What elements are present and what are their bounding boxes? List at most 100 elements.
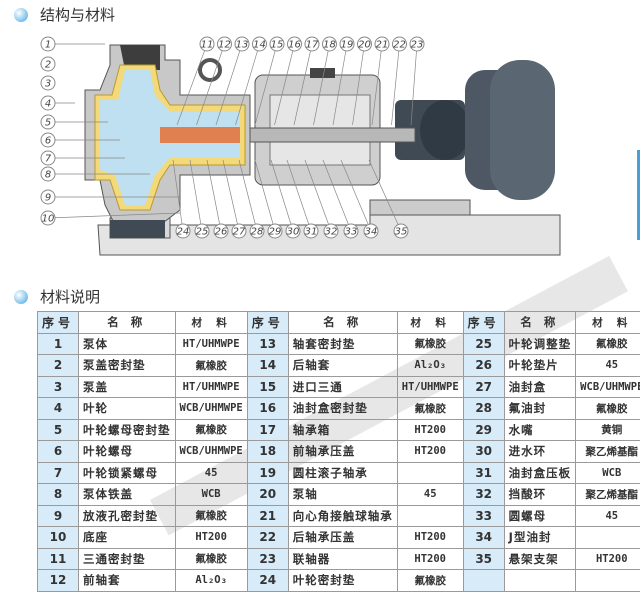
part-number: 35 — [462, 547, 505, 570]
part-material: WCB/UHMWPE — [174, 440, 248, 463]
callout-label: 21 — [371, 36, 390, 126]
part-number: 9 — [36, 504, 80, 527]
callout-label: 12 — [196, 36, 232, 126]
part-name: 叶轮密封垫 — [287, 569, 398, 592]
part-material: HT/UHMWPE — [396, 375, 464, 398]
part-material: 氟橡胶 — [396, 332, 464, 355]
callout-label: 24 — [172, 159, 191, 239]
svg-text:12: 12 — [218, 40, 231, 51]
part-name: 叶轮垫片 — [503, 354, 577, 377]
callout-label: 2 — [40, 56, 56, 72]
svg-text:34: 34 — [365, 227, 378, 238]
column-header: 材 料 — [174, 311, 248, 334]
svg-text:31: 31 — [305, 227, 318, 238]
part-number: 8 — [36, 483, 80, 506]
part-number: 22 — [246, 526, 289, 549]
callout-label: 4 — [40, 95, 75, 111]
part-number: 31 — [462, 461, 505, 484]
part-material: WCB/UHMWPE — [174, 397, 248, 420]
svg-text:32: 32 — [325, 227, 338, 238]
part-material: 氟橡胶 — [174, 504, 248, 527]
section-structure-header: 结构与材料 — [14, 4, 115, 25]
part-material: 氟橡胶 — [396, 397, 464, 420]
part-number: 11 — [36, 547, 80, 570]
section-title: 材料说明 — [40, 288, 101, 306]
svg-text:16: 16 — [288, 40, 301, 51]
column-header: 序号 — [246, 311, 289, 334]
bearing-housing — [254, 68, 381, 186]
part-number: 26 — [462, 354, 505, 377]
part-name: 叶轮 — [78, 397, 176, 420]
part-name: 叶轮螺母 — [78, 440, 176, 463]
table-header-row: 序号名 称材 料序号名 称材 料序号名 称材 料 — [36, 311, 640, 334]
svg-text:26: 26 — [215, 227, 228, 238]
part-name: 叶轮螺母密封垫 — [78, 418, 176, 441]
callout-label: 6 — [40, 132, 120, 148]
callout-label: 23 — [409, 36, 425, 126]
part-number: 25 — [462, 332, 505, 355]
part-material: 45 — [575, 504, 640, 527]
callout-label: 9 — [40, 189, 180, 205]
part-material — [575, 569, 640, 592]
part-material — [575, 526, 640, 549]
part-number: 30 — [462, 440, 505, 463]
part-name: 联轴器 — [287, 547, 398, 570]
part-number: 7 — [36, 461, 80, 484]
part-material: 氟橡胶 — [174, 547, 248, 570]
svg-text:4: 4 — [45, 99, 51, 110]
callout-label: 31 — [286, 159, 319, 239]
callout-label: 18 — [313, 36, 337, 126]
part-name: 进水环 — [503, 440, 577, 463]
svg-text:28: 28 — [251, 227, 264, 238]
svg-text:22: 22 — [393, 40, 406, 51]
callout-label: 5 — [40, 114, 108, 130]
part-material: HT200 — [575, 547, 640, 570]
callout-label: 35 — [368, 159, 409, 239]
part-material: HT200 — [396, 526, 464, 549]
part-material: 黄铜 — [575, 418, 640, 441]
part-material: 聚乙烯基酯 — [575, 483, 640, 506]
part-name: 放液孔密封垫 — [78, 504, 176, 527]
part-name: 圆螺母 — [503, 504, 577, 527]
part-number: 17 — [246, 418, 289, 441]
part-material: HT200 — [396, 418, 464, 441]
part-name: 进口三通 — [287, 375, 398, 398]
svg-text:35: 35 — [395, 227, 408, 238]
part-number: 16 — [246, 397, 289, 420]
part-number: 4 — [36, 397, 80, 420]
part-name: 向心角接触球轴承 — [287, 504, 398, 527]
svg-text:14: 14 — [253, 40, 266, 51]
part-name — [503, 569, 577, 592]
svg-text:3: 3 — [45, 79, 51, 90]
callout-label: 26 — [206, 159, 229, 239]
svg-text:33: 33 — [345, 227, 358, 238]
part-name: 油封盒 — [503, 375, 577, 398]
part-number: 19 — [246, 461, 289, 484]
part-material — [396, 461, 464, 484]
part-material: Al₂O₃ — [174, 569, 248, 592]
part-number: 28 — [462, 397, 505, 420]
part-name: 后轴承压盖 — [287, 526, 398, 549]
column-header: 名 称 — [503, 311, 577, 334]
part-name: 悬架支架 — [503, 547, 577, 570]
svg-text:7: 7 — [45, 154, 52, 165]
part-name: 油封盒密封垫 — [287, 397, 398, 420]
column-header: 名 称 — [78, 311, 176, 334]
part-material: WCB/UHMWPE — [575, 375, 640, 398]
part-material — [396, 504, 464, 527]
callout-label: 33 — [322, 159, 359, 239]
part-material: 氟橡胶 — [396, 569, 464, 592]
part-number: 14 — [246, 354, 289, 377]
svg-text:29: 29 — [269, 227, 282, 238]
callout-label: 20 — [352, 36, 372, 126]
part-material: HT/UHMWPE — [174, 375, 248, 398]
callout-label: 1 — [40, 36, 105, 52]
callout-label: 16 — [274, 36, 302, 126]
part-material: WCB — [575, 461, 640, 484]
